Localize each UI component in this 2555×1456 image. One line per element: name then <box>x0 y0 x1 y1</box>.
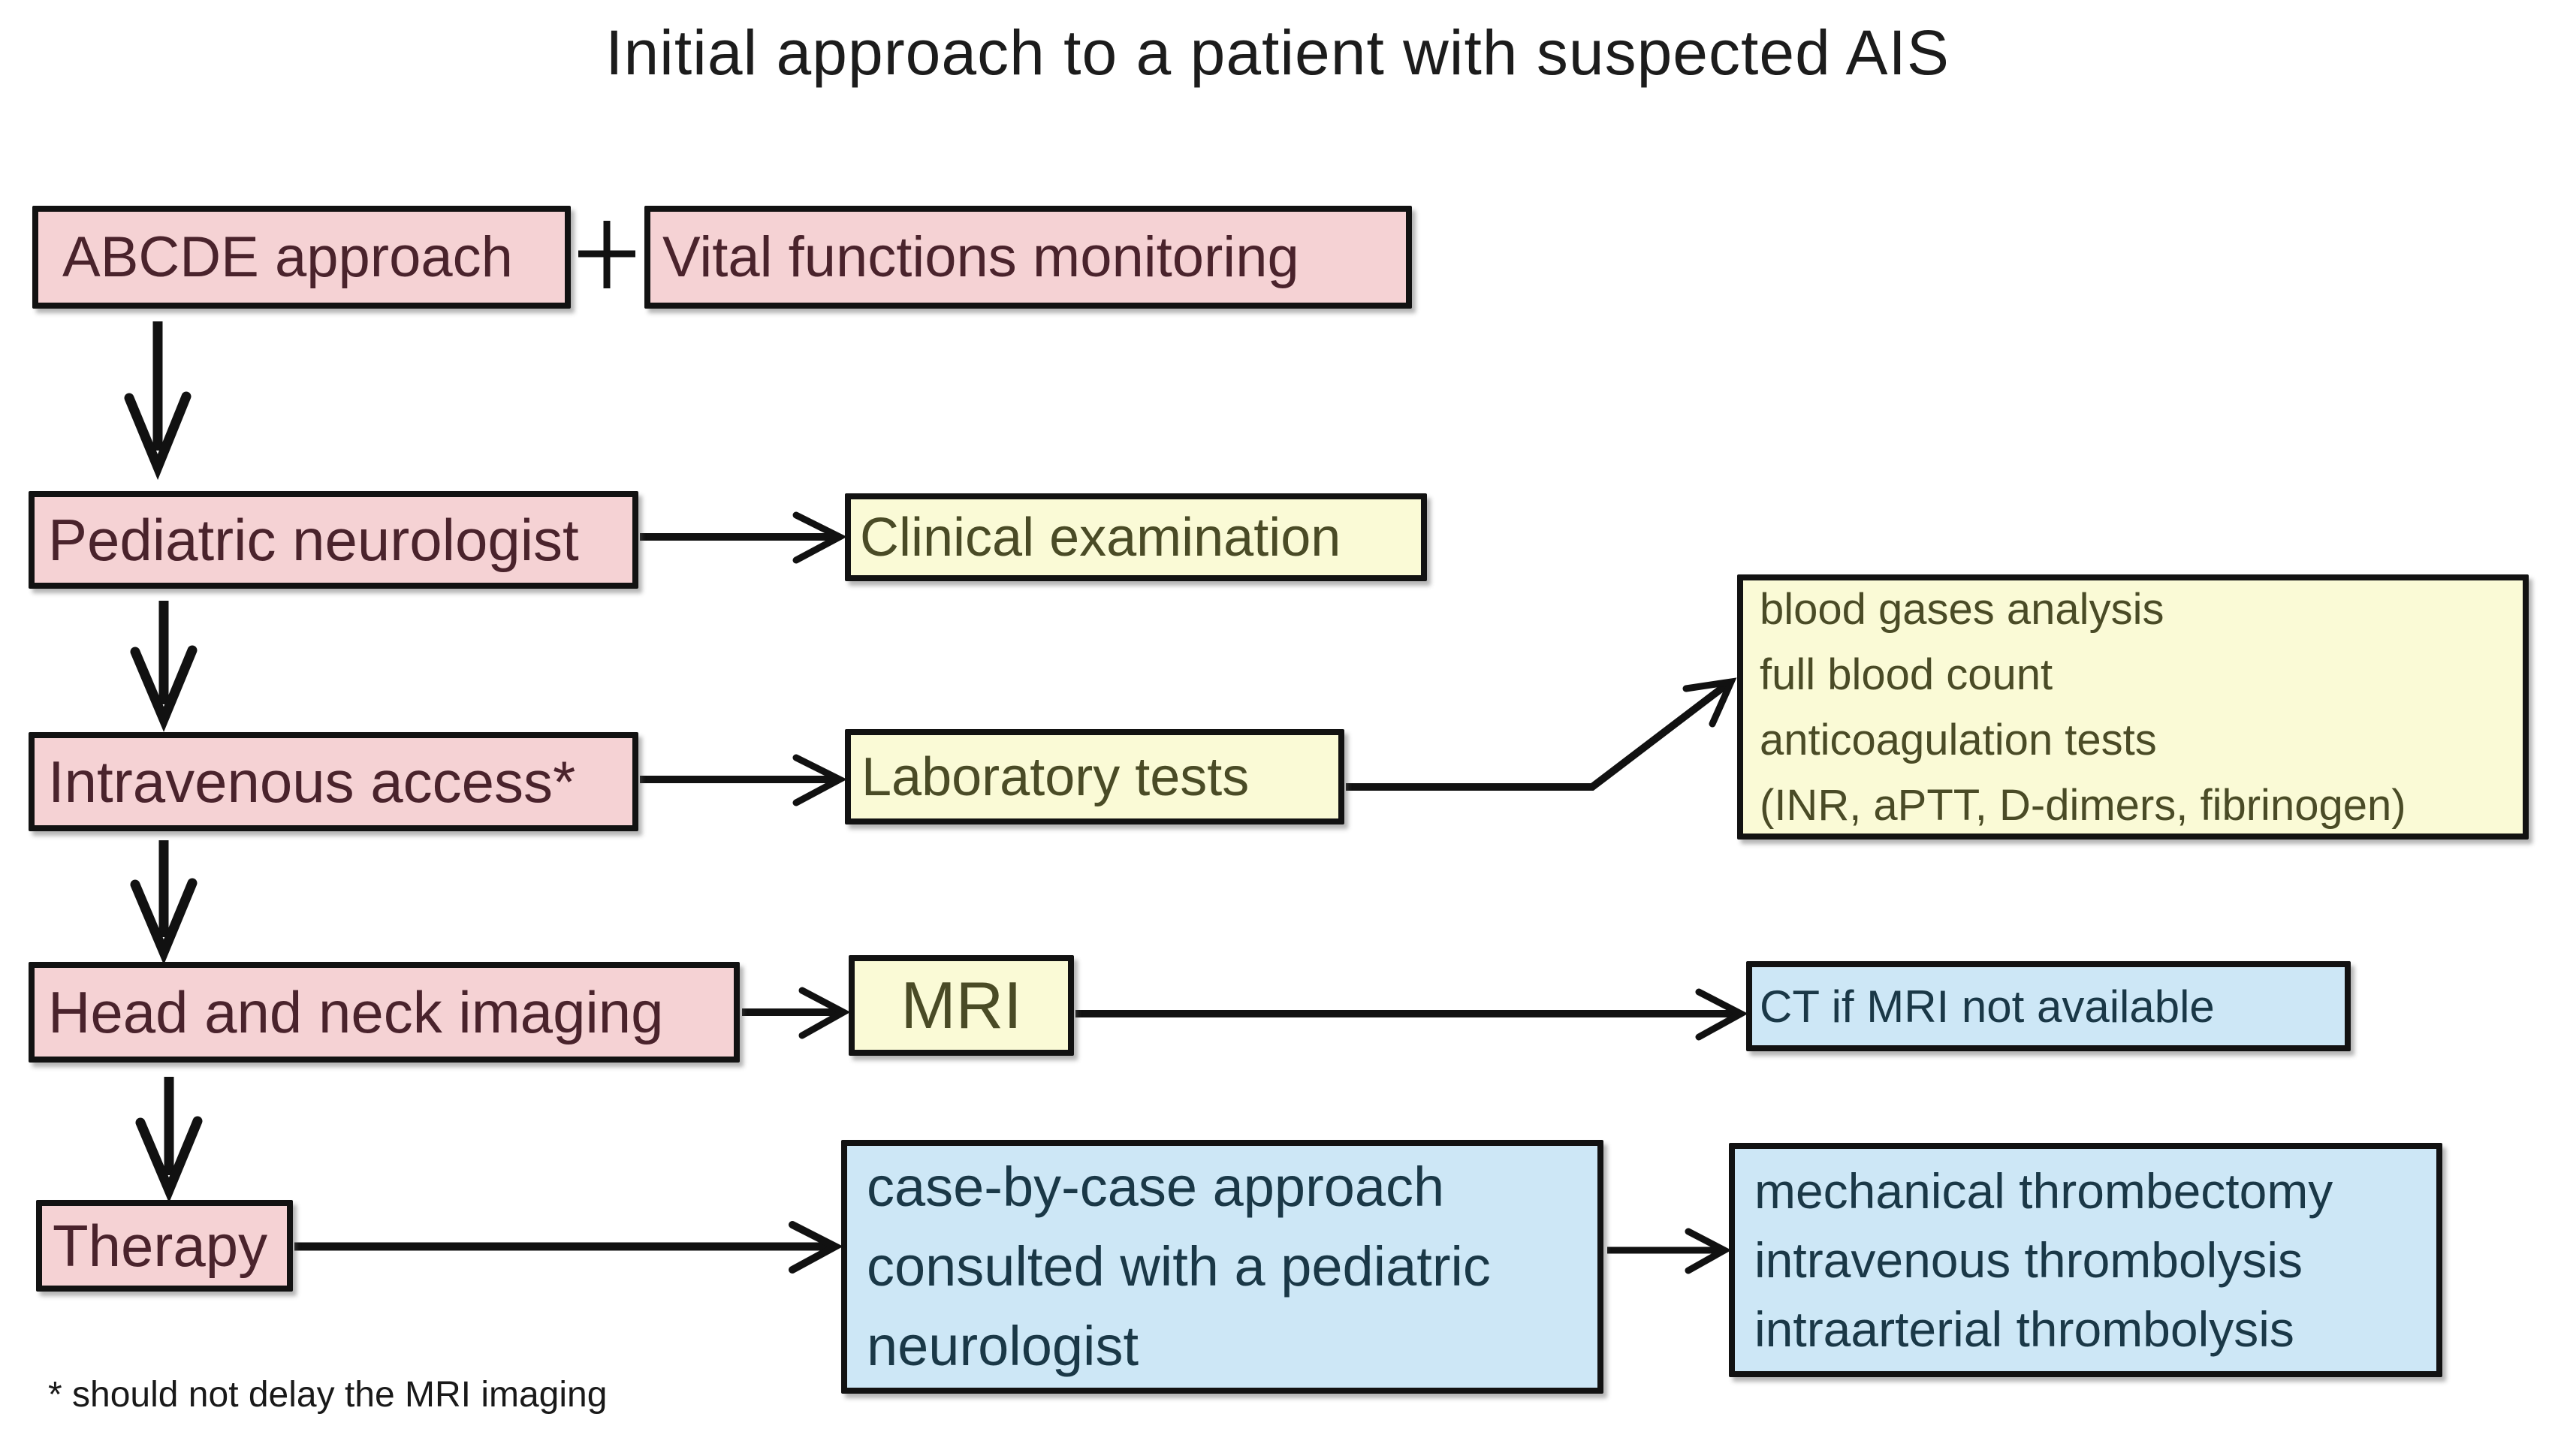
arrow-abcde-to-pediatric <box>124 321 192 481</box>
box-intravenous-access: Intravenous access* <box>29 732 638 831</box>
box-mri: MRI <box>849 955 1074 1056</box>
arrow-mri-to-ct <box>1075 988 1748 1041</box>
box-head-neck-imaging-label: Head and neck imaging <box>48 978 664 1045</box>
case-approach-line: neurologist <box>867 1315 1139 1377</box>
arrow-pediatric-to-intravenous <box>130 601 198 732</box>
therapy-options-line: intravenous thrombolysis <box>1754 1232 2303 1288</box>
lab-panel-line: blood gases analysis <box>1760 584 2164 634</box>
box-pediatric-neurologist-label: Pediatric neurologist <box>48 506 579 573</box>
therapy-options-line: intraarterial thrombolysis <box>1754 1301 2294 1357</box>
box-clinical-examination: Clinical examination <box>845 493 1427 581</box>
lab-panel-line: full blood count <box>1760 650 2053 699</box>
box-laboratory-tests: Laboratory tests <box>845 729 1344 824</box>
box-therapy: Therapy <box>36 1200 293 1292</box>
box-case-approach: case-by-case approach consulted with a p… <box>841 1140 1603 1394</box>
case-approach-line: case-by-case approach <box>867 1156 1445 1218</box>
lab-panel-line: anticoagulation tests <box>1760 715 2157 764</box>
case-approach-line: consulted with a pediatric <box>867 1235 1491 1298</box>
box-intravenous-access-label: Intravenous access* <box>48 748 576 815</box>
page-title: Initial approach to a patient with suspe… <box>605 17 1950 88</box>
arrow-therapy-to-case-approach <box>294 1221 843 1274</box>
box-therapy-label: Therapy <box>53 1212 268 1279</box>
box-vital-functions-label: Vital functions monitoring <box>662 225 1299 289</box>
arrow-head-imaging-to-mri <box>742 987 851 1039</box>
arrow-intravenous-to-laboratory <box>640 754 847 806</box>
box-clinical-examination-label: Clinical examination <box>860 507 1341 568</box>
arrow-case-approach-to-therapy-options <box>1607 1228 1732 1274</box>
box-lab-panel: blood gases analysis full blood count an… <box>1737 574 2529 840</box>
therapy-options-line: mechanical thrombectomy <box>1754 1163 2333 1219</box>
arrow-head-imaging-to-therapy <box>135 1077 203 1203</box>
box-abcde-approach: ABCDE approach <box>32 206 571 309</box>
arrow-pediatric-to-clinical <box>640 511 847 564</box>
box-laboratory-tests-label: Laboratory tests <box>861 746 1250 807</box>
box-abcde-approach-label: ABCDE approach <box>62 225 513 289</box>
lab-panel-line: (INR, aPTT, D-dimers, fibrinogen) <box>1760 780 2406 830</box>
box-head-neck-imaging: Head and neck imaging <box>29 962 740 1063</box>
box-therapy-options: mechanical thrombectomy intravenous thro… <box>1729 1143 2442 1377</box>
box-mri-label: MRI <box>900 968 1022 1042</box>
arrow-laboratory-to-lab-panel <box>1346 677 1737 791</box>
box-vital-functions: Vital functions monitoring <box>644 206 1412 309</box>
footnote: * should not delay the MRI imaging <box>48 1375 608 1415</box>
box-pediatric-neurologist: Pediatric neurologist <box>29 491 638 589</box>
box-ct-fallback-label: CT if MRI not available <box>1760 981 2215 1032</box>
box-ct-fallback: CT if MRI not available <box>1746 961 2351 1051</box>
plus-icon <box>578 221 635 288</box>
arrow-intravenous-to-head-imaging <box>130 840 198 965</box>
